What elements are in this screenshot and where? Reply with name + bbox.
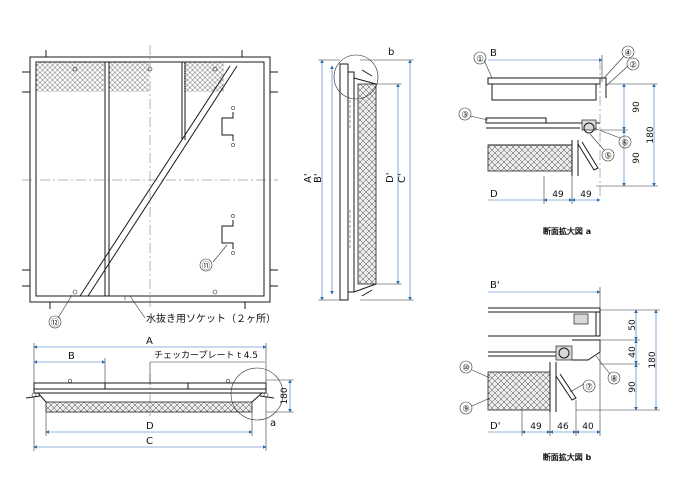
detail-a-marker: a bbox=[270, 418, 276, 429]
detail-a-49-left: 49 bbox=[552, 190, 564, 200]
detail-a-B: B bbox=[490, 48, 497, 59]
front-dim-180: 180 bbox=[280, 387, 290, 404]
dim-C-prime: C' bbox=[397, 173, 408, 183]
checker-plate-note: チェッカープレート t 4.5 bbox=[154, 350, 258, 361]
plan-view: 水抜き用ソケット（２ヶ所） ⑪ ⑫ bbox=[22, 45, 278, 329]
dim-B: B bbox=[68, 351, 75, 362]
checker-panel-2 bbox=[109, 62, 149, 92]
detail-b-caption: 断面拡大図 b bbox=[543, 452, 592, 462]
detail-b-50: 50 bbox=[628, 319, 638, 331]
detail-a-49-right: 49 bbox=[580, 190, 592, 200]
dim-D-prime: D' bbox=[385, 173, 396, 183]
detail-b-40: 40 bbox=[628, 346, 638, 358]
dim-A-prime: A' bbox=[303, 173, 314, 183]
detail-b-49: 49 bbox=[530, 422, 542, 432]
part-7-label: ⑦ bbox=[585, 383, 593, 393]
detail-b: B' 50 40 90 180 D' 49 bbox=[459, 280, 660, 462]
detail-b-90: 90 bbox=[628, 381, 638, 393]
dim-D: D bbox=[146, 421, 154, 432]
part-4-label: ④ bbox=[624, 49, 632, 59]
detail-b-marker: b bbox=[388, 47, 394, 58]
detail-a-caption: 断面拡大図 a bbox=[543, 226, 591, 236]
dim-B-prime: B' bbox=[313, 173, 324, 183]
socket-note: 水抜き用ソケット（２ヶ所） bbox=[146, 312, 276, 325]
part-10-label: ⑩ bbox=[462, 364, 470, 374]
side-insulation bbox=[357, 83, 377, 285]
cut-line bbox=[87, 65, 238, 297]
part-6-label: ⑥ bbox=[621, 139, 629, 149]
detail-b-40-bottom: 40 bbox=[582, 422, 594, 432]
checker-panel-3 bbox=[184, 62, 224, 92]
front-view: A B チェッカープレート t 4.5 D C 180 a bbox=[25, 336, 294, 451]
detail-b-D-prime: D' bbox=[490, 421, 500, 432]
detail-b-46: 46 bbox=[557, 422, 569, 432]
front-insulation bbox=[45, 401, 253, 413]
detail-a-90-bottom: 90 bbox=[632, 152, 642, 164]
inner-frame bbox=[35, 61, 265, 297]
part-11-label: ⑪ bbox=[202, 262, 211, 272]
part-1-label: ① bbox=[476, 55, 484, 65]
part-5-label: ⑤ bbox=[604, 152, 612, 162]
side-view: b A' B' D' C' bbox=[303, 47, 414, 301]
detail-b-insulation bbox=[487, 371, 551, 411]
checker-panel-1 bbox=[36, 62, 104, 92]
detail-a-90-top: 90 bbox=[632, 101, 642, 113]
detail-b-180: 180 bbox=[648, 351, 658, 368]
dim-A: A bbox=[146, 336, 153, 347]
dim-C: C bbox=[146, 436, 153, 447]
detail-a: B 90 90 180 D 49 49 ① bbox=[458, 45, 658, 236]
bolt-heads bbox=[72, 66, 235, 295]
part-3-label: ③ bbox=[461, 111, 469, 121]
part-8-label: ⑧ bbox=[610, 375, 618, 385]
detail-a-insulation bbox=[487, 144, 573, 172]
part-12-label: ⑫ bbox=[51, 319, 60, 329]
part-2-label: ② bbox=[629, 61, 637, 71]
handle-lower bbox=[221, 220, 234, 249]
detail-b-B-prime: B' bbox=[490, 280, 500, 291]
detail-a-180: 180 bbox=[646, 126, 656, 143]
handle-upper bbox=[221, 112, 234, 141]
detail-a-D: D bbox=[490, 189, 498, 200]
part-9-label: ⑨ bbox=[462, 405, 470, 415]
